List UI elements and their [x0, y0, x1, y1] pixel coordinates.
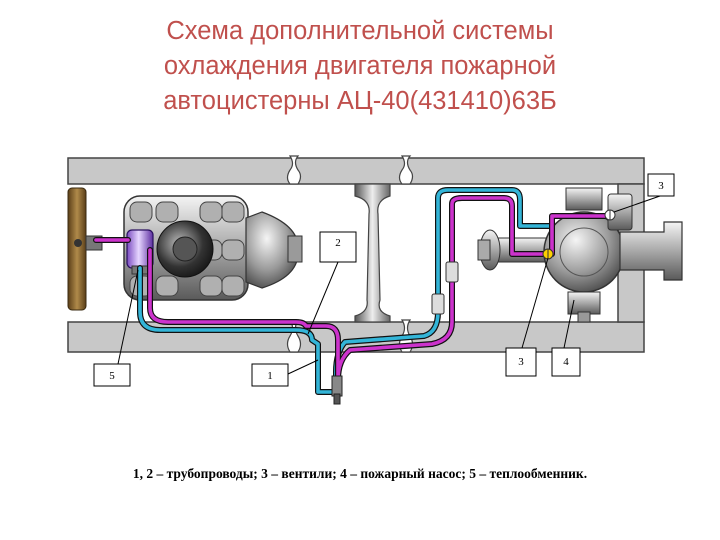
title-line-1: Схема дополнительной системы [166, 17, 554, 45]
callout-5-label: 5 [109, 370, 115, 382]
callout-3-lower: 3 [505, 347, 537, 377]
fan [67, 187, 103, 311]
title-line-3: автоцистерны АЦ-40(431410)63Б [163, 87, 557, 115]
callout-5: 5 [93, 363, 131, 387]
callout-4-label: 4 [563, 356, 569, 368]
callout-2: 2 [319, 231, 357, 263]
cooling-system-diagram: 5 1 2 3 4 3 [67, 155, 683, 405]
diagram-caption: 1, 2 – трубопроводы; 3 – вентили; 4 – по… [132, 466, 588, 481]
valve-3-lower [542, 248, 554, 260]
callout-1: 1 [251, 363, 289, 387]
callout-3-lower-label: 3 [518, 356, 524, 368]
callout-3-upper: 3 [647, 173, 675, 197]
callout-4: 4 [551, 347, 581, 377]
pipe-couplings [431, 261, 459, 315]
page-title: Схема дополнительной системы охлаждения … [60, 14, 660, 119]
drain-valve [331, 375, 343, 405]
callout-2-label: 2 [335, 237, 341, 249]
callout-leaders [117, 195, 661, 375]
valve-3-upper [604, 209, 616, 221]
callout-1-label: 1 [267, 370, 273, 382]
fire-pump [477, 187, 683, 323]
callout-3-upper-label: 3 [658, 180, 664, 192]
title-line-2: охлаждения двигателя пожарной [163, 52, 557, 80]
